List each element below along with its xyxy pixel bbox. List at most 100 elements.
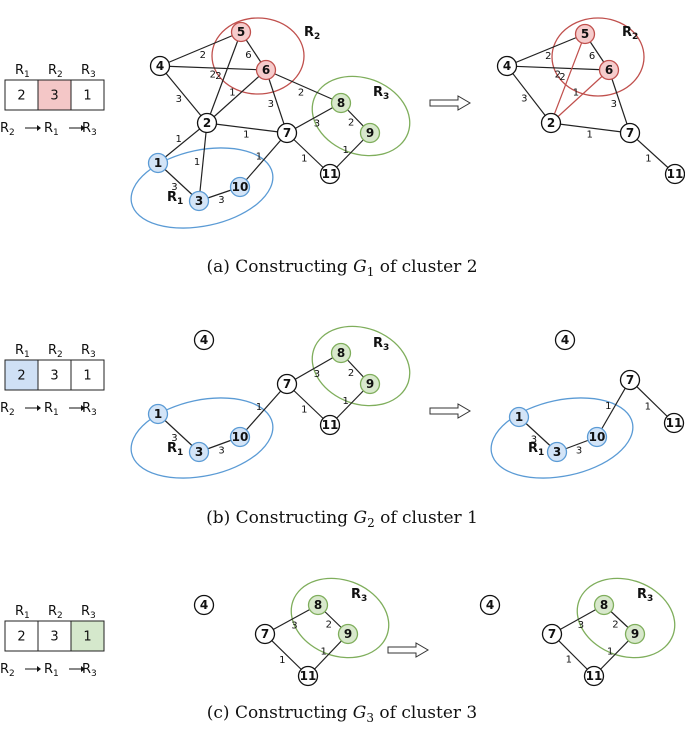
panel-b-left-node-3 (188, 441, 210, 463)
panel-b-cell-2 (70, 359, 105, 391)
panel-c-cell-1 (37, 620, 72, 652)
panel-b-order-r3: R3 (82, 401, 97, 418)
panel-a-left-edge-weight-7-10: 1 (256, 152, 262, 163)
panel-a-left-edge-6-8 (265, 69, 342, 104)
panel-b-right-edge-weight-7-11: 1 (645, 401, 651, 412)
panel-b-right-edge-weight-3-10: 3 (576, 446, 582, 457)
panel-a-left-node-7 (276, 122, 298, 144)
panel-c-right-node-label-11: 11 (586, 669, 603, 683)
panel-c-right-node-8 (593, 594, 615, 616)
panel-c-order-arrowhead-1 (81, 666, 85, 672)
panel-a-left-edge-6-2 (206, 69, 267, 124)
panel-c-cell-value-1: 3 (50, 630, 58, 645)
panel-c-left-edge-weight-7-8: 3 (291, 620, 297, 631)
panel-b-left-node-label-8: 8 (337, 346, 345, 360)
panel-b-order-r1: R1 (44, 401, 59, 418)
panel-a-left-edge-2-3 (198, 122, 208, 202)
panel-a-left-region-label-r3: R3 (373, 85, 389, 102)
panel-b-left-node-10 (229, 426, 251, 448)
panel-a-right-node-label-6: 6 (605, 63, 613, 77)
panel-a-left-edge-4-6 (159, 65, 267, 71)
panel-a-right-edge-4-2 (506, 65, 552, 124)
panel-a-right-node-6 (598, 59, 620, 81)
panel-b-left-node-4 (193, 329, 215, 351)
panel-c-right-edge-weight-7-11: 1 (566, 655, 572, 666)
panel-a-right-node-2 (540, 112, 562, 134)
panel-a-left-edge-weight-5-2: 2 (215, 71, 221, 82)
panel-a-right-edge-weight-4-2: 3 (521, 94, 527, 105)
panel-c-right-edge-weight-8-9: 2 (612, 619, 618, 630)
panel-c-right-region-r3 (576, 577, 676, 659)
panel-b-left-region-r3 (311, 325, 411, 407)
panel-a-left-node-3 (188, 190, 210, 212)
panel-b-right-edge-7-11 (629, 379, 675, 424)
panel-a-left-node-label-7: 7 (283, 126, 291, 140)
panel-a-left-node-6 (255, 59, 277, 81)
panel-b-caption: (b) Constructing G2 of cluster 1 (206, 508, 478, 530)
panel-c-right-node-label-4: 4 (486, 598, 494, 612)
panel-b-left-region-label-r3: R3 (373, 336, 389, 353)
panel-a-right-edge-6-2 (550, 69, 610, 124)
panel-b-left-node-9 (359, 373, 381, 395)
panel-a-right-edge-2-7 (550, 122, 631, 134)
panel-b-left-node-label-10: 10 (232, 430, 249, 444)
panel-a-right-edge-weight-7-11: 1 (645, 153, 651, 164)
panel-b-right-node-label-3: 3 (553, 445, 561, 459)
panel-c-right-region-label-r3: R3 (637, 587, 653, 604)
panel-b-right-node-label-10: 10 (589, 430, 606, 444)
panel-b-left-edge-weight-7-11: 1 (301, 404, 307, 415)
panel-a-left-edge-weight-8-9: 2 (348, 118, 354, 129)
panel-b-left-node-8 (330, 342, 352, 364)
panel-a-left-region-r2 (211, 17, 305, 95)
panel-c-cell-2 (70, 620, 105, 652)
panel-a-cell-2 (70, 79, 105, 111)
panel-a-left-node-label-10: 10 (232, 180, 249, 194)
panel-a-right-region-label-r2: R2 (622, 25, 638, 42)
panel-a-left-edge-7-10 (239, 132, 288, 188)
panel-a-left-node-label-6: 6 (262, 63, 270, 77)
panel-b-left-node-label-3: 3 (195, 445, 203, 459)
panel-c-right-edge-weight-9-11: 1 (607, 646, 613, 657)
panel-b-right-node-11 (663, 412, 685, 434)
panel-c-order-r2: R2 (0, 662, 15, 679)
panel-a-right-region-r2 (551, 17, 645, 97)
panel-b-order-r2: R2 (0, 401, 15, 418)
panel-a-left-region-r1 (130, 147, 274, 229)
panel-a-cell-value-0: 2 (17, 89, 25, 104)
panel-a-right-edge-weight-5-2: 2 (559, 72, 565, 83)
panel-b-left-node-7 (276, 373, 298, 395)
panel-b-left-node-label-9: 9 (366, 377, 374, 391)
panel-a-left-edge-weight-4-5: 2 (200, 50, 206, 61)
panel-b-right-region-r1 (490, 397, 634, 479)
panel-a-header-r2: R2 (48, 63, 63, 80)
panel-a-left-node-label-3: 3 (195, 194, 203, 208)
panel-b-right-edge-7-10 (596, 379, 631, 438)
panel-a-left-edge-weight-2-1: 1 (176, 134, 182, 145)
panel-a-left-node-label-2: 2 (203, 116, 211, 130)
panel-a-right-node-7 (619, 122, 641, 144)
panel-b-right-node-label-4: 4 (561, 333, 569, 347)
panel-a-right-edge-weight-6-2: 1 (573, 88, 579, 99)
panel-c-order-r1: R1 (44, 662, 59, 679)
panel-a-left-edge-2-7 (206, 122, 288, 134)
panel-c-left-node-8 (307, 594, 329, 616)
panel-a-right-edge-weight-4-6: 2 (555, 69, 561, 80)
panel-a-left-node-1 (147, 152, 169, 174)
panel-a-right-node-label-2: 2 (547, 116, 555, 130)
panel-a-left-edge-weight-6-2: 1 (229, 88, 235, 99)
panel-a-left-node-8 (330, 92, 352, 114)
panel-c-right-node-4 (479, 594, 501, 616)
panel-a-left-edge-5-2 (206, 31, 242, 124)
panel-a-left-edge-weight-1-3: 3 (171, 182, 177, 193)
panel-a-left-node-label-8: 8 (337, 96, 345, 110)
panel-a-left-edge-weight-9-11: 1 (343, 145, 349, 156)
panel-b-right-node-label-11: 11 (666, 416, 683, 430)
panel-a-order-arrowhead-0 (37, 125, 41, 131)
panel-c-left-edge-weight-9-11: 1 (320, 646, 326, 657)
panel-a-right-edge-6-7 (608, 69, 631, 134)
panel-a-left-node-11 (319, 163, 341, 185)
